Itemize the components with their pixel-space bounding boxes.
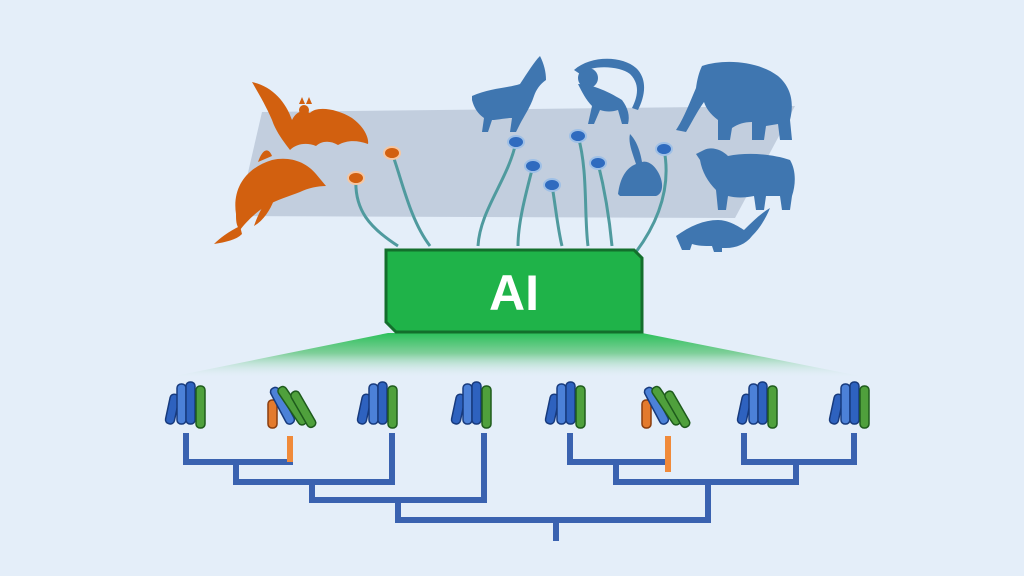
protein-icon-highlighted (267, 385, 317, 429)
protein-icon-highlighted (641, 385, 691, 429)
protein-icon (736, 381, 778, 429)
ai-label: AI (489, 265, 539, 321)
protein-icon (544, 381, 586, 429)
protein-icon (450, 381, 492, 429)
anteater-icon (676, 208, 770, 252)
wolf-icon (472, 56, 546, 132)
dolphin-icon (214, 150, 326, 244)
highlighted-branches (287, 436, 671, 472)
rabbit-icon (618, 134, 663, 196)
connector-nodes (347, 129, 673, 192)
phylogenetic-tree (183, 433, 857, 541)
protein-icon (356, 381, 398, 429)
protein-icon (164, 381, 206, 429)
monkey-icon (574, 58, 645, 124)
projection-fan (165, 333, 870, 378)
ai-chip: AI (384, 248, 644, 334)
protein-icon (828, 381, 870, 429)
cow-icon (696, 148, 795, 210)
elephant-icon (676, 61, 792, 141)
bat-icon (252, 82, 369, 150)
